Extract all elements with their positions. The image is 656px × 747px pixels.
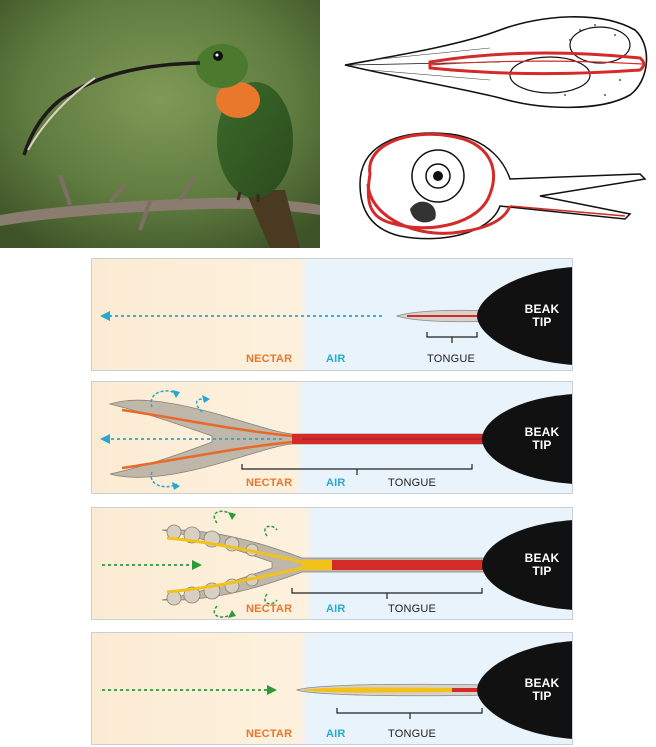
nectar-label: NECTAR bbox=[246, 603, 293, 615]
air-label: AIR bbox=[326, 728, 346, 740]
beak-tip-label: BEAK TIP bbox=[524, 551, 560, 578]
tongue-label: TONGUE bbox=[427, 353, 476, 365]
panel-1-drawing bbox=[92, 259, 572, 370]
nectar-label: NECTAR bbox=[246, 353, 293, 365]
diagram-panel-2: NECTAR AIR TONGUE BEAK TIP bbox=[91, 381, 573, 494]
air-label: AIR bbox=[326, 603, 346, 615]
air-label: AIR bbox=[326, 477, 346, 489]
tongue-label: TONGUE bbox=[388, 477, 437, 489]
diagram-panel-3: NECTAR AIR TONGUE BEAK TIP bbox=[91, 507, 573, 620]
beak-tip-label: BEAK TIP bbox=[524, 676, 560, 703]
air-label: AIR bbox=[326, 353, 346, 365]
hummingbird-photo bbox=[0, 0, 320, 248]
diagram-panel-1: NECTAR AIR TONGUE BEAK TIP bbox=[91, 258, 573, 371]
nectar-label: NECTAR bbox=[246, 477, 293, 489]
skull-side-view-drawing bbox=[359, 132, 647, 240]
beak-tip-label: BEAK TIP bbox=[524, 302, 560, 329]
tongue-label: TONGUE bbox=[388, 728, 437, 740]
diagram-panel-4: NECTAR AIR TONGUE BEAK TIP bbox=[91, 632, 573, 745]
tongue-label: TONGUE bbox=[388, 603, 437, 615]
skull-top-view-drawing bbox=[344, 16, 648, 109]
panel-3-drawing bbox=[92, 508, 572, 619]
panel-4-drawing bbox=[92, 633, 572, 744]
panel-2-drawing bbox=[92, 382, 572, 493]
nectar-label: NECTAR bbox=[246, 728, 293, 740]
beak-tip-label: BEAK TIP bbox=[524, 425, 560, 452]
